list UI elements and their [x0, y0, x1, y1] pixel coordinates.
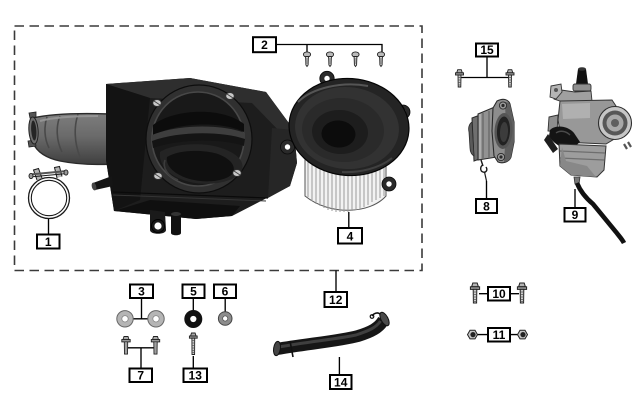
- svg-text:11: 11: [493, 328, 506, 342]
- svg-text:5: 5: [190, 285, 197, 299]
- svg-text:7: 7: [137, 369, 144, 383]
- svg-text:1: 1: [45, 235, 52, 249]
- svg-text:2: 2: [261, 38, 268, 52]
- svg-text:8: 8: [483, 200, 490, 214]
- svg-text:9: 9: [572, 208, 579, 222]
- svg-text:10: 10: [492, 287, 506, 301]
- svg-text:15: 15: [480, 43, 494, 57]
- svg-text:6: 6: [222, 285, 229, 299]
- svg-text:4: 4: [347, 230, 354, 244]
- svg-text:12: 12: [329, 293, 343, 307]
- svg-text:3: 3: [138, 285, 145, 299]
- svg-text:14: 14: [334, 376, 348, 390]
- svg-text:13: 13: [189, 369, 203, 383]
